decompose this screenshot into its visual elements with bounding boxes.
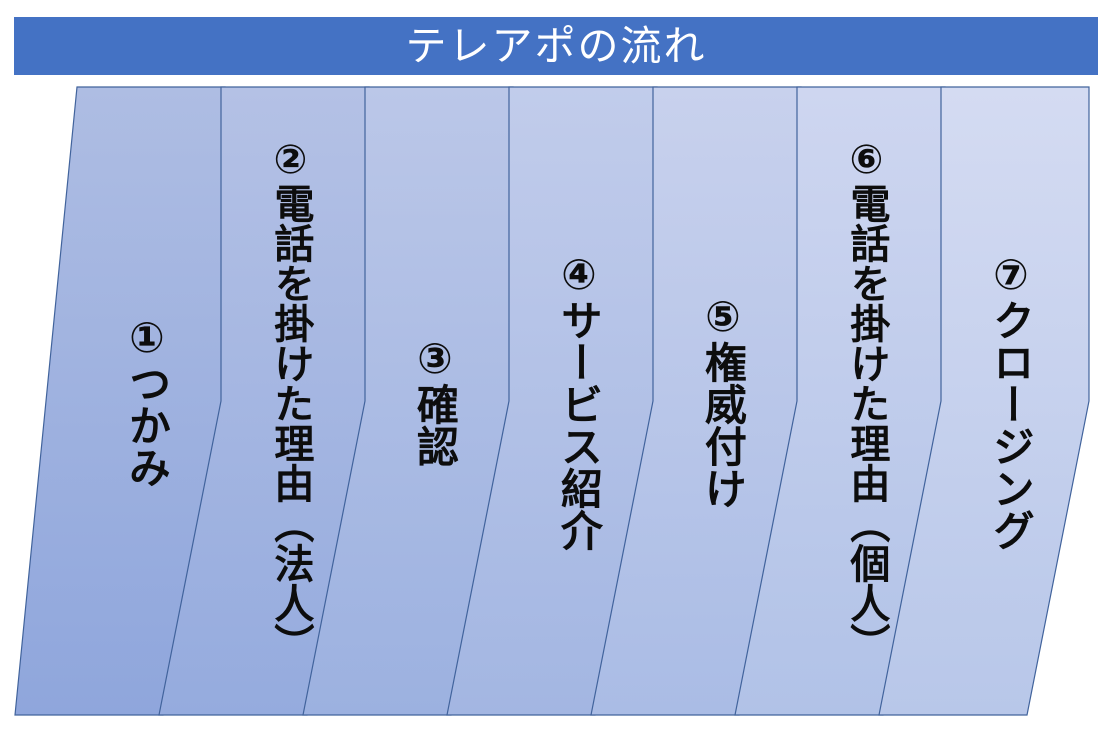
chevron-shape — [878, 86, 1090, 716]
title-banner: テレアポの流れ — [14, 17, 1098, 75]
flow-step-7[interactable]: ⑦クロージング — [878, 86, 1090, 716]
page-title: テレアポの流れ — [405, 21, 707, 70]
